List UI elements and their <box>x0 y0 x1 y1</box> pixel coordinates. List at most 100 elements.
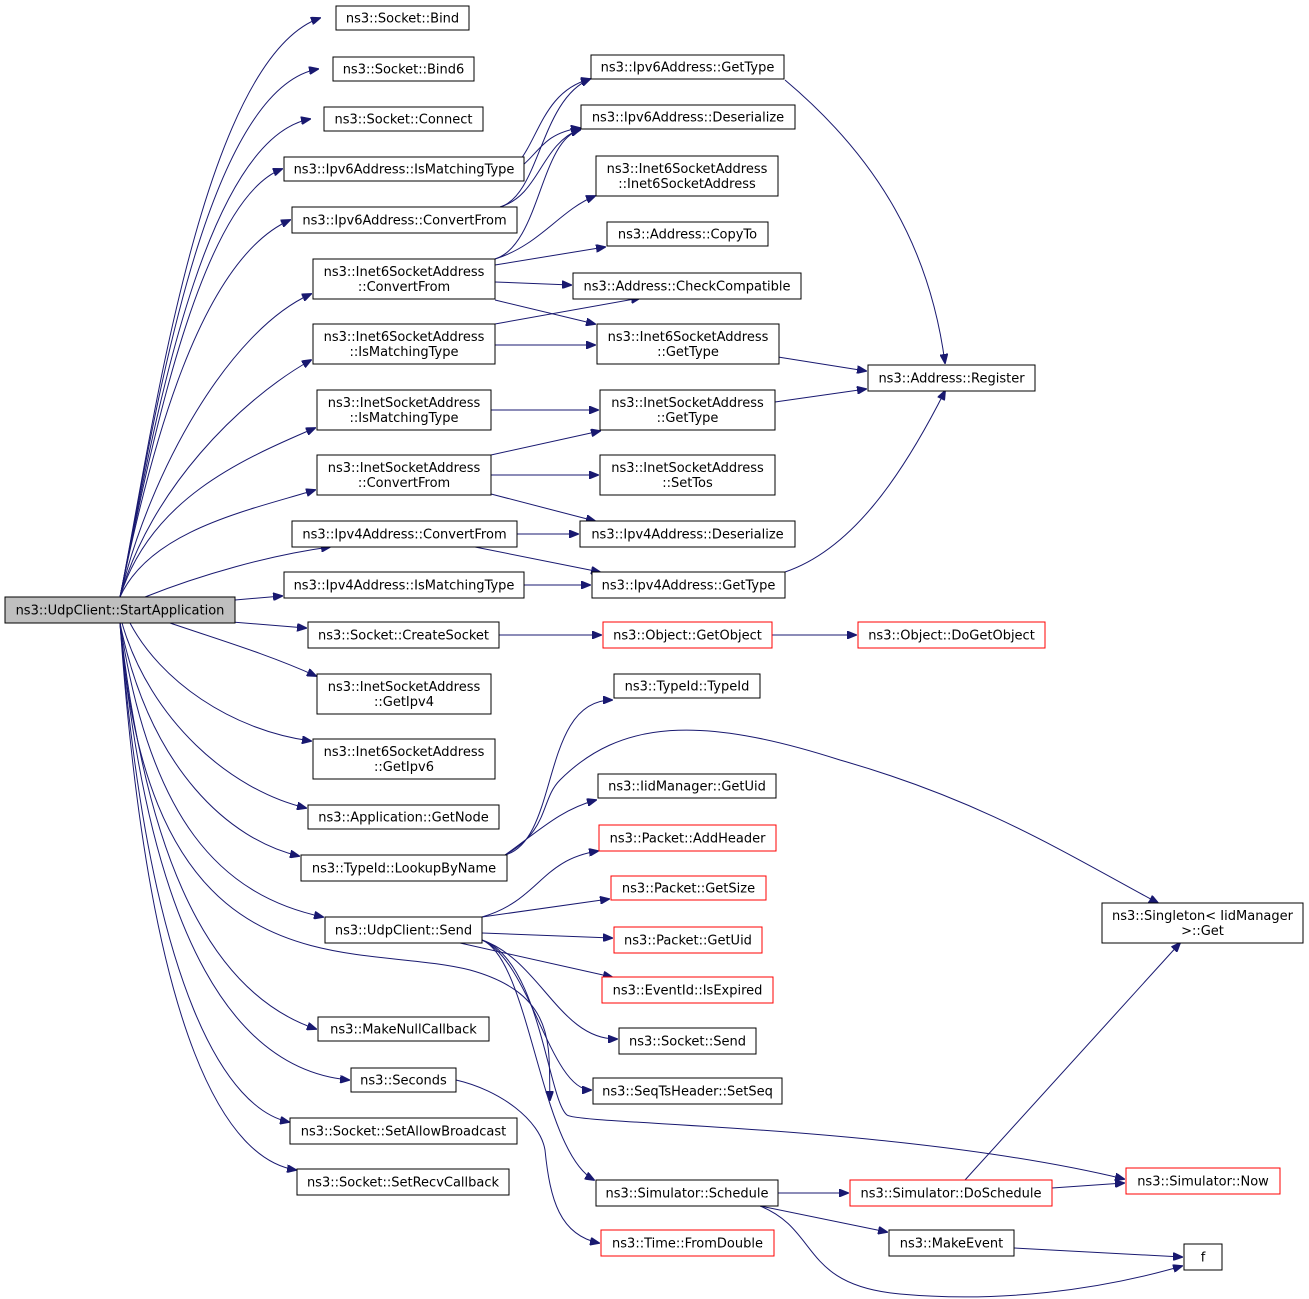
node-bind[interactable]: ns3::Socket::Bind <box>335 5 470 31</box>
node-isagetipv4[interactable]: ns3::InetSocketAddress::GetIpv4 <box>316 673 492 715</box>
node-isamatch[interactable]: ns3::InetSocketAddress::IsMatchingType <box>316 389 492 431</box>
call-edge <box>481 939 1124 1179</box>
node-box <box>291 520 518 548</box>
node-label: ::Inet6SocketAddress <box>618 177 756 192</box>
node-i6smatch[interactable]: ns3::Inet6SocketAddress::IsMatchingType <box>312 323 496 365</box>
node-fromdouble[interactable]: ns3::Time::FromDouble <box>600 1229 775 1257</box>
node-i6sgettype[interactable]: ns3::Inet6SocketAddress::GetType <box>596 323 780 365</box>
node-lookup[interactable]: ns3::TypeId::LookupByName <box>300 854 508 882</box>
call-edge <box>1013 1247 1182 1257</box>
node-ipv6deser[interactable]: ns3::Ipv6Address::Deserialize <box>580 104 796 130</box>
node-label: ns3::Ipv6Address::IsMatchingType <box>294 163 515 178</box>
call-edge <box>499 79 590 208</box>
call-edge <box>494 196 595 260</box>
call-edge <box>494 299 595 324</box>
node-copyto[interactable]: ns3::Address::CopyTo <box>606 221 769 247</box>
call-edge <box>169 622 316 676</box>
node-label: ns3::InetSocketAddress <box>328 396 481 411</box>
call-edge <box>481 939 594 1180</box>
node-setseq[interactable]: ns3::SeqTsHeader::SetSeq <box>592 1077 783 1105</box>
node-f[interactable]: f <box>1183 1243 1223 1271</box>
node-getsize[interactable]: ns3::Packet::GetSize <box>610 875 767 901</box>
node-label: ns3::Inet6SocketAddress <box>324 265 485 280</box>
call-edge <box>459 942 612 977</box>
node-isexpired[interactable]: ns3::EventId::IsExpired <box>601 976 774 1004</box>
node-label: ns3::InetSocketAddress <box>611 461 764 476</box>
node-bind6[interactable]: ns3::Socket::Bind6 <box>332 56 475 82</box>
node-getnode[interactable]: ns3::Application::GetNode <box>307 804 500 830</box>
node-label: ns3::Inet6SocketAddress <box>608 330 769 345</box>
node-i6sgetipv6[interactable]: ns3::Inet6SocketAddress::GetIpv6 <box>312 738 496 780</box>
node-schedule[interactable]: ns3::Simulator::Schedule <box>595 1179 779 1207</box>
node-label: ns3::Time::FromDouble <box>612 1237 763 1252</box>
node-ipv6gettype[interactable]: ns3::Ipv6Address::GetType <box>590 54 785 80</box>
node-label: ns3::Simulator::Schedule <box>605 1187 768 1202</box>
node-nullcb[interactable]: ns3::MakeNullCallback <box>317 1016 490 1042</box>
node-label: ns3::Ipv6Address::Deserialize <box>592 111 784 126</box>
node-makeevent[interactable]: ns3::MakeEvent <box>888 1229 1015 1257</box>
call-edge <box>777 356 866 371</box>
node-doschedule[interactable]: ns3::Simulator::DoSchedule <box>849 1179 1053 1207</box>
node-label: ::SetTos <box>662 476 713 491</box>
node-label: >::Get <box>1181 924 1224 939</box>
call-edge <box>119 622 299 856</box>
node-pktgetuid[interactable]: ns3::Packet::GetUid <box>613 926 763 954</box>
node-send[interactable]: ns3::UdpClient::Send <box>324 916 483 944</box>
node-ipv6match[interactable]: ns3::Ipv6Address::IsMatchingType <box>283 156 525 182</box>
node-label: ns3::Socket::Send <box>629 1035 746 1050</box>
node-box <box>316 673 492 715</box>
node-isasettos[interactable]: ns3::InetSocketAddress::SetTos <box>599 454 776 496</box>
node-label: ns3::UdpClient::StartApplication <box>16 604 225 619</box>
node-allowbc[interactable]: ns3::Socket::SetAllowBroadcast <box>289 1117 518 1145</box>
node-i6sctor[interactable]: ns3::Inet6SocketAddress::Inet6SocketAddr… <box>595 155 779 197</box>
node-ipv4gettype[interactable]: ns3::Ipv4Address::GetType <box>591 571 786 599</box>
node-socksend[interactable]: ns3::Socket::Send <box>618 1027 757 1055</box>
node-ipv4conv[interactable]: ns3::Ipv4Address::ConvertFrom <box>291 520 518 548</box>
call-edge <box>481 851 598 918</box>
node-label: ::ConvertFrom <box>358 280 450 295</box>
node-box <box>332 56 475 82</box>
call-edge <box>474 546 600 572</box>
node-addheader[interactable]: ns3::Packet::AddHeader <box>598 824 777 852</box>
node-box <box>601 976 774 1004</box>
node-isaconv[interactable]: ns3::InetSocketAddress::ConvertFrom <box>316 454 492 496</box>
call-edge <box>119 294 311 598</box>
node-label: ns3::Socket::Connect <box>334 113 472 128</box>
node-box <box>335 5 470 31</box>
node-box <box>597 773 777 799</box>
call-edge <box>119 622 289 1122</box>
node-typeidctor[interactable]: ns3::TypeId::TypeId <box>613 673 761 699</box>
node-singleton[interactable]: ns3::Singleton< IidManager >::Get <box>1101 902 1304 944</box>
node-connect[interactable]: ns3::Socket::Connect <box>323 106 484 132</box>
node-label: ns3::SeqTsHeader::SetSeq <box>602 1085 773 1100</box>
node-box <box>324 916 483 944</box>
node-ipv6conv[interactable]: ns3::Ipv6Address::ConvertFrom <box>291 206 518 234</box>
node-start[interactable]: ns3::UdpClient::StartApplication <box>4 596 236 624</box>
node-isagettype[interactable]: ns3::InetSocketAddress::GetType <box>599 389 776 431</box>
node-box <box>600 1229 775 1257</box>
call-edge <box>119 622 349 1080</box>
node-label: ns3::Ipv4Address::GetType <box>602 579 776 594</box>
node-seconds[interactable]: ns3::Seconds <box>350 1067 457 1093</box>
node-getobject[interactable]: ns3::Object::GetObject <box>602 621 773 649</box>
node-iidgetuid[interactable]: ns3::IidManager::GetUid <box>597 773 777 799</box>
node-box <box>618 1027 757 1055</box>
node-ipv4deser[interactable]: ns3::Ipv4Address::Deserialize <box>579 520 796 548</box>
node-dogetobject[interactable]: ns3::Object::DoGetObject <box>857 621 1046 649</box>
node-createsock[interactable]: ns3::Socket::CreateSocket <box>307 621 500 649</box>
node-register[interactable]: ns3::Address::Register <box>867 364 1036 392</box>
node-ipv4match[interactable]: ns3::Ipv4Address::IsMatchingType <box>283 571 525 599</box>
call-edge <box>119 622 550 1100</box>
node-checkcompat[interactable]: ns3::Address::CheckCompatible <box>572 272 802 300</box>
node-box <box>591 571 786 599</box>
node-label: ns3::MakeNullCallback <box>330 1023 477 1038</box>
node-box <box>602 621 773 649</box>
node-box <box>312 738 496 780</box>
node-i6sconv[interactable]: ns3::Inet6SocketAddress::ConvertFrom <box>312 258 496 300</box>
node-box <box>849 1179 1053 1207</box>
node-box <box>613 673 761 699</box>
node-box <box>4 596 236 624</box>
node-recvcb[interactable]: ns3::Socket::SetRecvCallback <box>296 1168 510 1196</box>
node-now[interactable]: ns3::Simulator::Now <box>1125 1167 1281 1195</box>
node-box <box>610 875 767 901</box>
